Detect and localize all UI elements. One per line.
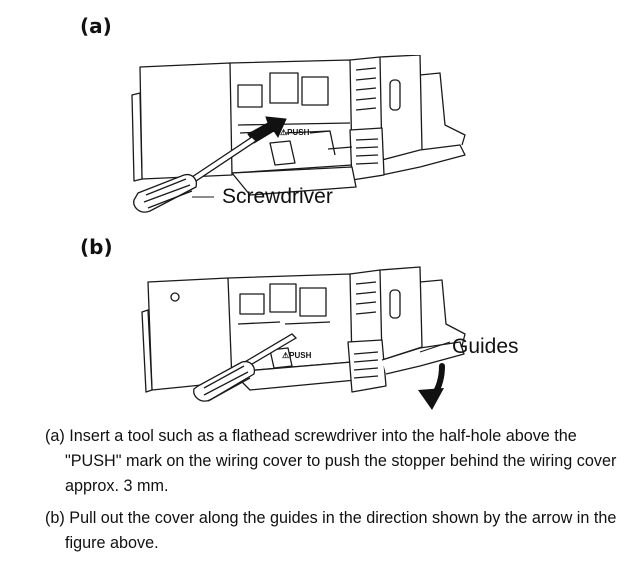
push-mark-b: ⚠PUSH <box>282 351 312 360</box>
push-mark-a: ⚠PUSH <box>280 128 310 137</box>
screwdriver-callout: Screwdriver <box>222 185 333 208</box>
figure-a-illustration: ⚠PUSH <box>131 55 466 213</box>
guides-callout: Guides <box>452 335 519 358</box>
figure-b-illustration: ⚠PUSH <box>141 266 466 410</box>
step-b-tag: (b) <box>45 509 65 527</box>
step-a-tag: (a) <box>45 427 65 445</box>
step-b-text: Pull out the cover along the guides in t… <box>65 509 617 552</box>
instruction-step-a: (a) Insert a tool such as a flathead scr… <box>18 424 630 499</box>
step-a-text: Insert a tool such as a flathead screwdr… <box>65 427 617 495</box>
figure-b-label: (b) <box>80 235 113 259</box>
figure-a-label: (a) <box>80 14 112 38</box>
instruction-step-b: (b) Pull out the cover along the guides … <box>18 506 630 556</box>
